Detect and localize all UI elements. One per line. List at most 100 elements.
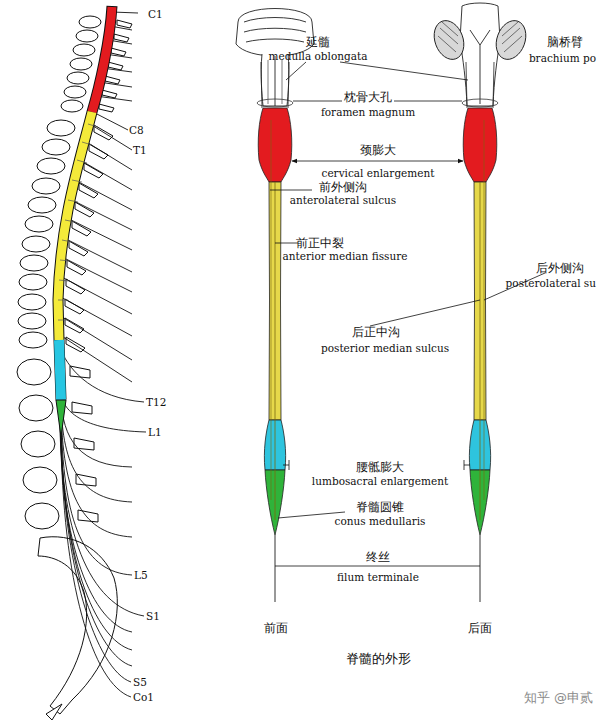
leader-line (370, 300, 480, 326)
part-label: cervical enlargement (322, 168, 435, 179)
nerve-root (90, 124, 132, 150)
brainstem (275, 56, 276, 106)
part-label: 腰骶膨大 (356, 461, 404, 473)
leader-line (286, 62, 306, 80)
vertebra (19, 332, 85, 352)
vertebra (76, 30, 129, 42)
nerve-root (61, 432, 131, 697)
spinal-cord (275, 182, 276, 520)
leader-line (292, 161, 463, 162)
spinal-cord (484, 120, 485, 500)
vertebra (25, 216, 91, 236)
vertebra (20, 255, 86, 275)
part-label: 延髓 (306, 36, 330, 48)
nerve-root (61, 350, 144, 402)
spinal-cord (92, 7, 112, 112)
brainstem (236, 9, 314, 57)
vertebra (17, 16, 132, 720)
part-label: brachium po (529, 53, 596, 64)
segment-label: C8 (129, 125, 144, 136)
part-label: 终丝 (366, 551, 390, 563)
spinal-cord (462, 62, 498, 602)
spinal-cord (58, 124, 98, 320)
part-label: foramen magnum (321, 107, 415, 118)
leader-line (270, 190, 312, 191)
part-label: 脊髓圆锥 (356, 501, 404, 513)
segment-label: S5 (133, 677, 147, 688)
brainstem (244, 18, 306, 43)
segment-label: Co1 (133, 692, 154, 703)
nerve-root (80, 160, 132, 190)
nerve-root (93, 112, 128, 130)
part-label: anterior median fissure (283, 251, 408, 262)
nerve-root (59, 296, 132, 336)
nerve-root (67, 218, 132, 250)
segment-label: T12 (146, 397, 166, 408)
leader-line (340, 62, 468, 80)
part-label: medulla oblongata (269, 51, 368, 62)
view-label: 前面 (264, 622, 288, 634)
brainstem (429, 16, 469, 63)
part-label: conus medullaris (335, 516, 426, 527)
spinal-cord (56, 6, 112, 437)
part-label: 前正中裂 (296, 237, 344, 249)
spinal-cord (257, 62, 293, 602)
leader-line (275, 566, 480, 567)
part-label: filum terminale (337, 572, 419, 583)
vertebra (17, 359, 90, 385)
nerve-root (61, 400, 132, 502)
vertebra (25, 503, 98, 529)
nerve-root (60, 412, 144, 616)
part-label: posterolateral su (506, 278, 596, 289)
nerve-root (59, 12, 146, 697)
nerve-root (61, 420, 132, 650)
part-label: 后外侧沟 (536, 262, 584, 274)
nerve-root (61, 404, 132, 537)
part-label: 前外侧沟 (319, 181, 367, 193)
nerve-root (60, 416, 132, 632)
spinal-cord (59, 340, 61, 400)
part-label: anterolateral sulcus (290, 195, 396, 206)
brainstem (491, 16, 531, 63)
nerve-root (60, 276, 132, 314)
spinal-cord (58, 112, 92, 340)
segment-label: C1 (148, 9, 163, 20)
nerve-root (60, 335, 132, 382)
segment-label: L1 (148, 427, 162, 438)
nerve-root (85, 141, 132, 170)
segment-label: S1 (146, 611, 160, 622)
part-label: 后正中沟 (352, 326, 400, 338)
brainstem (470, 30, 490, 104)
spinal-cord (480, 182, 481, 520)
part-label: 枕骨大孔 (344, 91, 392, 103)
vertebra (38, 537, 117, 714)
nerve-root (61, 424, 132, 666)
nerve-root (61, 392, 146, 432)
vertebra (67, 72, 120, 84)
vertebra (22, 236, 88, 256)
caption: 脊髓的外形 (346, 652, 411, 665)
vertebra (18, 313, 84, 333)
brainstem (261, 54, 289, 106)
brainstem (268, 60, 282, 104)
nerve-root (61, 428, 131, 682)
nerve-root (61, 396, 132, 467)
spinal-cord (58, 6, 112, 400)
spinal-cord (271, 120, 272, 500)
vertebra (70, 58, 123, 70)
vertebra (73, 44, 126, 56)
vertebra (32, 178, 98, 198)
part-label: 脑桥臂 (547, 36, 583, 48)
spinal-cord (56, 400, 66, 437)
watermark: 知乎 @申贰 (524, 691, 593, 704)
spinal-cord (257, 62, 498, 602)
vertebra (28, 197, 94, 217)
brainstem (429, 3, 531, 106)
brainstem (460, 3, 500, 106)
leader-line (275, 243, 298, 244)
nerve-root (70, 199, 132, 230)
part-label: 颈膨大 (360, 144, 396, 156)
view-label: 后面 (468, 622, 492, 634)
